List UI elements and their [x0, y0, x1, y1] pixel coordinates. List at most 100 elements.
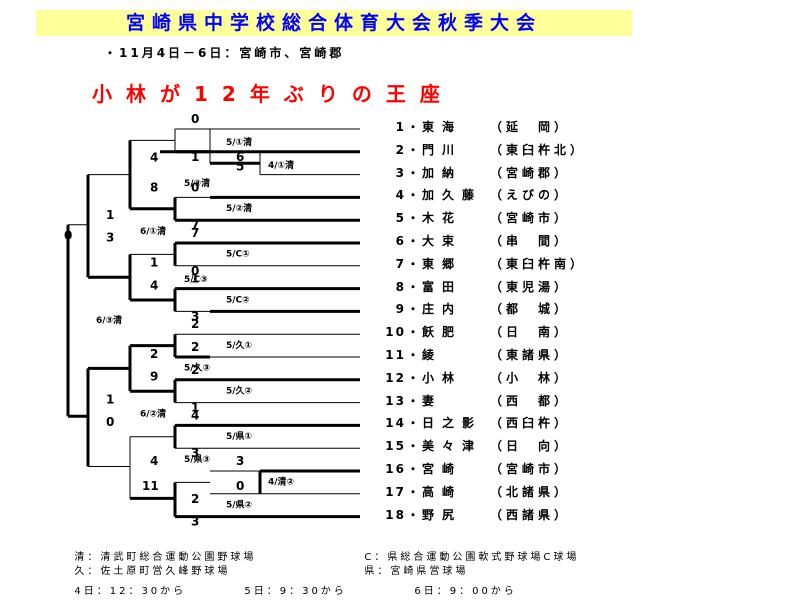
match-score: 1: [150, 256, 158, 270]
seed-separator: ・: [406, 256, 421, 271]
seed-separator: ・: [406, 234, 421, 248]
team-name: 野尻: [422, 507, 463, 522]
team-district: （延 岡）: [490, 120, 571, 134]
match-venue: 5/県①: [226, 431, 252, 442]
match-score: 11: [142, 479, 159, 493]
match-score: 0: [64, 228, 72, 242]
match-venue: 5/C②: [226, 295, 250, 305]
team-seed: 18: [385, 507, 406, 522]
venue-legend-c: C：県総合運動公園軟式野球場C球場: [364, 552, 580, 563]
team-name: 宮崎: [422, 462, 463, 476]
team-name: 飫肥: [422, 325, 463, 340]
match-venue: 4/清②: [268, 476, 294, 488]
team-name: 日之影: [422, 416, 483, 431]
seed-separator: ・: [406, 393, 421, 408]
team-district: （西臼杵）: [490, 416, 571, 431]
match-score: 3: [106, 231, 114, 245]
team-seed: 8: [395, 279, 406, 294]
team-entry: 3・加納（宮崎郡）: [370, 165, 620, 181]
team-name: 加久藤: [422, 188, 483, 203]
match-score: 0: [236, 479, 244, 493]
seed-separator: ・: [406, 416, 421, 431]
seed-separator: ・: [406, 462, 421, 476]
team-seed: 15: [385, 439, 406, 454]
match-score: 0: [191, 112, 199, 126]
seed-separator: ・: [406, 279, 421, 294]
headline: 小林が12年ぶりの王座: [92, 82, 454, 106]
match-score: 8: [150, 180, 158, 194]
team-seed: 16: [385, 462, 406, 476]
match-score: 3: [191, 446, 199, 460]
match-score: 2: [191, 340, 199, 354]
team-seed: 10: [385, 325, 406, 340]
seed-separator: ・: [406, 484, 421, 499]
title-band: [36, 10, 632, 36]
team-district: （串 間）: [490, 234, 571, 248]
team-district: （日 向）: [490, 439, 571, 454]
team-district: （日 南）: [490, 325, 571, 340]
team-entry: 18・野尻（西諸県）: [370, 507, 620, 523]
venue-legend-kiyotake: 清：清武町総合運動公園野球場: [74, 552, 257, 563]
team-name: 高崎: [422, 484, 463, 499]
team-name: 庄内: [422, 302, 463, 317]
team-seed: 9: [395, 302, 406, 317]
schedule-day4: 4日：12：30から: [74, 586, 187, 597]
schedule-day6: 6日：9：00から: [414, 586, 517, 597]
match-venue: 5/①清: [226, 136, 252, 148]
seed-separator: ・: [406, 142, 421, 157]
team-name: 木花: [422, 211, 463, 226]
team-name: 東海: [422, 120, 463, 134]
venue-legend-hisamine: 久：佐土原町営久峰野球場: [74, 566, 231, 577]
seed-separator: ・: [406, 325, 421, 340]
seed-separator: ・: [406, 348, 421, 362]
team-name: 大束: [422, 234, 463, 248]
schedule-day5: 5日：9：30から: [244, 586, 347, 597]
team-seed: 12: [385, 370, 406, 385]
match-score: 3: [236, 454, 244, 468]
team-district: （西 都）: [490, 393, 571, 408]
team-name: 綾: [422, 348, 443, 362]
venue-legend-kenei: 県：宮崎県営球場: [364, 566, 469, 577]
team-district: （東臼杵北）: [490, 142, 587, 157]
team-district: （宮崎市）: [490, 211, 571, 226]
team-seed: 11: [385, 348, 406, 362]
match-score: 2: [191, 317, 199, 331]
match-score: 1: [191, 150, 199, 164]
team-seed: 3: [395, 165, 406, 180]
team-district: （宮崎市）: [490, 462, 571, 476]
match-score: 9: [150, 370, 158, 384]
match-venue: 6/②清: [140, 407, 166, 419]
team-district: （都 城）: [490, 302, 571, 317]
match-venue: 6/③清: [96, 314, 122, 326]
match-score: 1: [106, 392, 114, 406]
match-score: 0: [191, 180, 199, 194]
team-district: （東臼杵南）: [490, 256, 587, 271]
team-name: 小林: [422, 370, 463, 385]
team-name: 東郷: [422, 256, 463, 271]
match-score: 4: [150, 454, 158, 468]
venue-legend-row-1: 清：清武町総合運動公園野球場 C：県総合運動公園軟式野球場C球場: [62, 537, 579, 563]
team-entry: 15・美々津（日 向）: [370, 438, 620, 454]
match-venue: 5/C③: [184, 275, 208, 285]
team-seed: 17: [385, 484, 406, 499]
seed-separator: ・: [406, 188, 421, 203]
match-score: 1: [191, 272, 199, 286]
match-score: 3: [191, 515, 199, 529]
team-entry: 7・東郷（東臼杵南）: [370, 256, 620, 272]
team-seed: 5: [395, 211, 406, 226]
team-district: （東児湯）: [490, 279, 571, 294]
seed-separator: ・: [406, 302, 421, 317]
match-score: 2: [150, 347, 158, 361]
team-entry: 13・妻（西 都）: [370, 393, 620, 409]
team-entry: 11・綾（東諸県）: [370, 347, 620, 363]
match-score: 7: [191, 218, 199, 232]
seed-separator: ・: [406, 507, 421, 522]
match-score: 1: [191, 401, 199, 415]
match-venue: 5/③清: [184, 177, 210, 189]
team-seed: 4: [395, 188, 406, 203]
match-venue: 5/C①: [226, 250, 250, 260]
team-district: （北諸県）: [490, 484, 571, 499]
team-seed: 14: [385, 416, 406, 431]
team-entry: 6・大束（串 間）: [370, 233, 620, 249]
